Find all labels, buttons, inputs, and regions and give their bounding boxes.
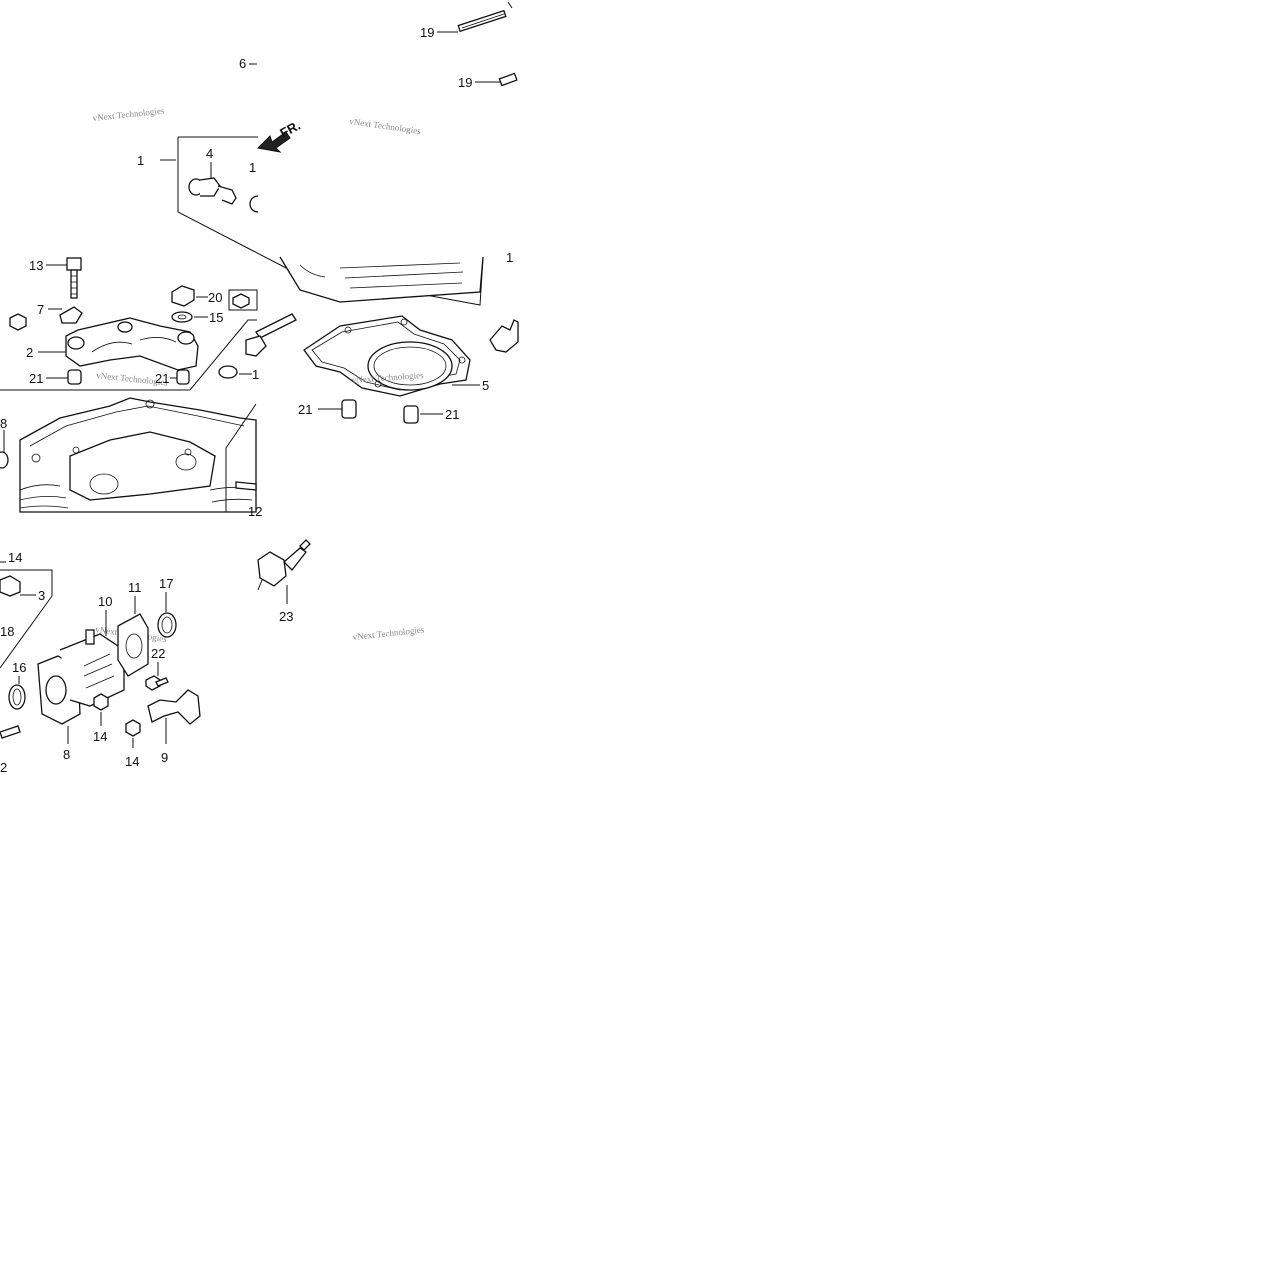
callout-12: 12 xyxy=(248,504,262,519)
callout-14: 14 xyxy=(8,550,22,565)
callout-18: 18 xyxy=(0,624,14,639)
callout-10: 10 xyxy=(98,594,112,609)
callout-16: 16 xyxy=(12,660,26,675)
front-direction-arrow: FR. xyxy=(256,118,303,153)
callout-17: 17 xyxy=(159,576,173,591)
watermark: vNext Technologies xyxy=(92,105,165,123)
part-5-gasket xyxy=(303,315,471,397)
callout-19: 19 xyxy=(420,25,434,40)
callout-21: 21 xyxy=(298,402,312,417)
callout-21: 21 xyxy=(155,371,169,386)
middle-panel: 13 7 2 21 vNext Technologies 21 20 xyxy=(0,250,519,519)
callout-20: 20 xyxy=(208,290,222,305)
callout-22: 22 xyxy=(151,646,165,661)
callout-9: 9 xyxy=(161,750,168,765)
part-4-bolt xyxy=(188,177,237,205)
callout-7: 7 xyxy=(37,302,44,317)
callout-21: 21 xyxy=(445,407,459,422)
callout-1: 1 xyxy=(506,250,513,265)
callout-8: 8 xyxy=(0,416,7,431)
callout-21: 21 xyxy=(29,371,43,386)
bottom-panel: 14 3 18 16 2 8 vNext Technologies 10 xyxy=(0,539,425,775)
callout-14: 14 xyxy=(125,754,139,769)
callout-6: 6 xyxy=(239,56,246,71)
callout-5: 5 xyxy=(482,378,489,393)
callout-19: 19 xyxy=(458,75,472,90)
callout-2: 2 xyxy=(0,760,7,775)
part-23-spark-plug xyxy=(257,539,311,591)
watermark: vNext Technologies xyxy=(349,116,422,136)
callout-15: 15 xyxy=(209,310,223,325)
callout-23: 23 xyxy=(279,609,293,624)
stud-19-lower xyxy=(498,72,518,87)
callout-1: 1 xyxy=(137,153,144,168)
callout-8: 8 xyxy=(63,747,70,762)
callout-3: 3 xyxy=(38,588,45,603)
cylinder-head xyxy=(19,397,257,513)
callout-4: 4 xyxy=(206,146,213,161)
callout-1: 1 xyxy=(252,367,259,382)
part-2-rocker-holder xyxy=(65,317,199,371)
callout-2: 2 xyxy=(26,345,33,360)
part-11-insulator xyxy=(117,613,149,677)
part-9-clamp xyxy=(147,689,201,725)
callout-11: 11 xyxy=(128,580,142,595)
stud-19-upper xyxy=(457,1,513,33)
part-8-intake-pipe xyxy=(37,629,125,725)
part-13-bolt xyxy=(66,257,82,299)
watermark: vNext Technologies xyxy=(352,624,425,642)
callout-13: 13 xyxy=(29,258,43,273)
callout-1: 1 xyxy=(249,160,256,175)
callout-14: 14 xyxy=(93,729,107,744)
